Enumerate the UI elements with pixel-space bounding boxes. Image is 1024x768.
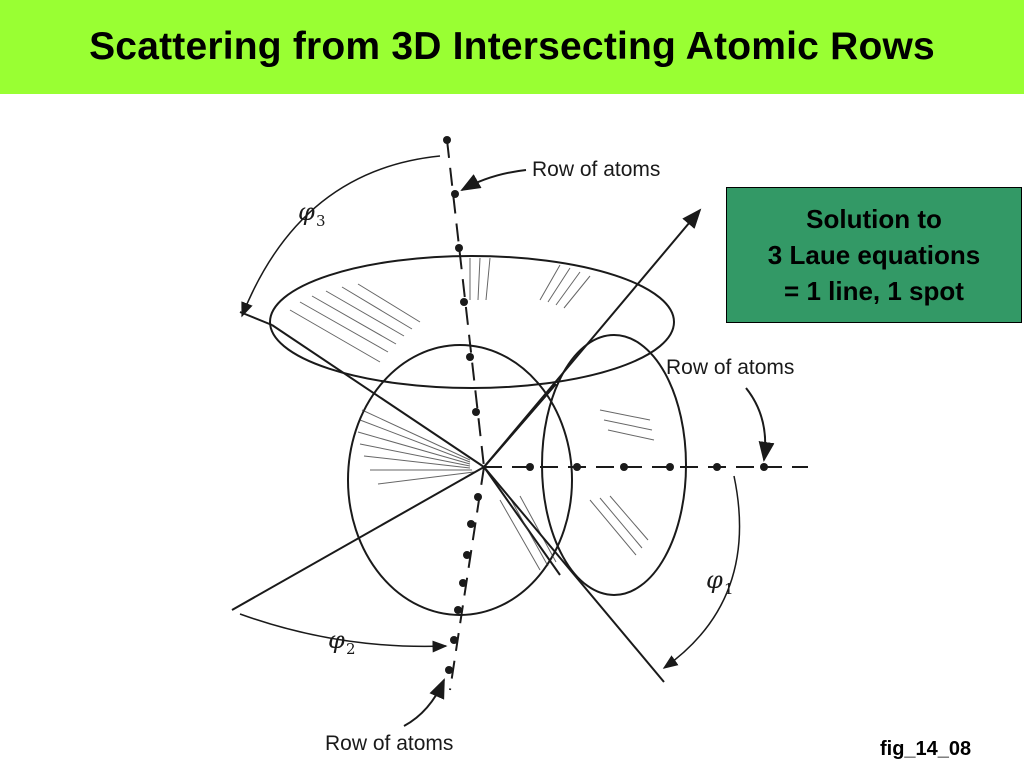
label-row-bottom: Row of atoms bbox=[325, 732, 453, 755]
callout-line-1: Solution to bbox=[806, 204, 942, 234]
title-bar: Scattering from 3D Intersecting Atomic R… bbox=[0, 0, 1024, 94]
laue-solution-callout: Solution to 3 Laue equations = 1 line, 1… bbox=[726, 187, 1022, 323]
arrow-row-right bbox=[745, 387, 775, 462]
callout-line-2: 3 Laue equations bbox=[767, 240, 981, 270]
cone-top-side-left bbox=[271, 324, 485, 468]
phi3-subscript: 3 bbox=[316, 212, 326, 230]
cone-right-rim bbox=[541, 334, 687, 596]
phi2-symbol: φ bbox=[328, 626, 345, 654]
phi2-arc bbox=[239, 613, 448, 653]
beam-upper-left bbox=[239, 311, 273, 326]
phi1-subscript: 1 bbox=[724, 580, 734, 598]
arrow-row-top bbox=[460, 169, 527, 191]
beam-lower-right bbox=[483, 466, 665, 683]
atoms bbox=[443, 136, 768, 674]
label-row-right: Row of atoms bbox=[666, 356, 794, 379]
cone-left-rim bbox=[347, 344, 573, 616]
phi3-symbol: φ bbox=[298, 198, 315, 226]
beam-lower-left bbox=[231, 466, 485, 611]
phi3-arc bbox=[241, 155, 441, 318]
callout-line-3: = 1 line, 1 spot bbox=[784, 276, 964, 306]
slide-title: Scattering from 3D Intersecting Atomic R… bbox=[89, 25, 935, 68]
cone-right-side-bottom bbox=[483, 466, 561, 576]
figure-id: fig_14_08 bbox=[880, 738, 972, 760]
cone-top-rim bbox=[269, 255, 675, 389]
phi1-arc bbox=[662, 475, 741, 669]
phi1-symbol: φ bbox=[706, 566, 723, 594]
diffracted-beam bbox=[483, 208, 702, 468]
cone-hatching bbox=[289, 257, 655, 571]
arrow-row-bottom bbox=[403, 678, 445, 727]
phi2-subscript: 2 bbox=[346, 640, 356, 658]
row-axis-lower bbox=[449, 466, 485, 691]
label-row-top: Row of atoms bbox=[532, 158, 660, 181]
